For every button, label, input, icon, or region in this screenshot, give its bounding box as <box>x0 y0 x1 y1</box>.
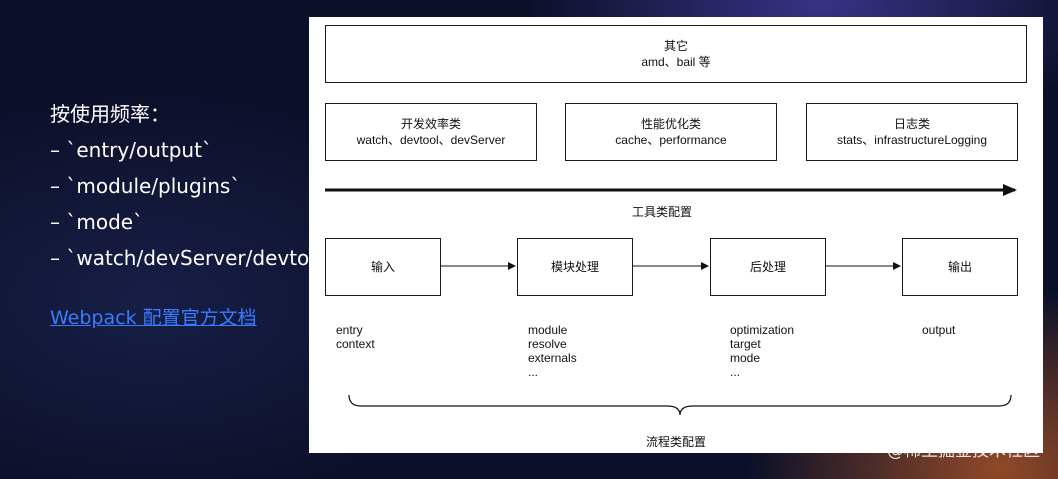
flow-list-module: module resolve externals ... <box>528 323 577 379</box>
flow-brace <box>348 394 1012 416</box>
flow-box-post: 后处理 <box>710 238 826 296</box>
list-item: externals <box>528 351 577 365</box>
list-item: mode <box>730 351 761 365</box>
list-item: module <box>528 323 568 337</box>
flow-box-label: 输出 <box>947 260 972 274</box>
list-item: – `mode` <box>50 210 144 234</box>
connectors <box>325 184 1017 416</box>
list-item: context <box>336 337 375 351</box>
flow-box-module: 模块处理 <box>517 238 633 296</box>
other-box-subtitle: amd、bail 等 <box>641 55 711 69</box>
tool-box-title: 开发效率类 <box>400 117 461 131</box>
tool-category-label: 工具类配置 <box>632 205 693 219</box>
tool-box-title: 日志类 <box>893 117 930 131</box>
list-item: ... <box>528 365 539 379</box>
list-item: – `entry/output` <box>50 138 212 162</box>
list-item: – `module/plugins` <box>50 174 241 198</box>
list-item: entry <box>336 323 363 337</box>
tool-box-subtitle: stats、infrastructureLogging <box>836 133 988 147</box>
flow-box-output: 输出 <box>902 238 1018 296</box>
list-item: target <box>730 337 761 351</box>
tool-box-title: 性能优化类 <box>640 117 701 131</box>
heading: 按使用频率： <box>50 102 170 126</box>
watermark: @稀土掘金技术社区 <box>887 441 1040 461</box>
flow-box-label: 输入 <box>370 260 395 274</box>
webpack-docs-link[interactable]: Webpack 配置官方文档 <box>50 307 257 329</box>
other-box: 其它 amd、bail 等 <box>325 25 1027 83</box>
tool-box-dev-efficiency: 开发效率类 watch、devtool、devServer <box>325 103 537 161</box>
list-item: resolve <box>528 337 567 351</box>
flow-category-label: 流程类配置 <box>646 435 707 449</box>
tool-box-subtitle: cache、performance <box>615 133 727 147</box>
list-item: ... <box>730 365 741 379</box>
other-box-title: 其它 <box>663 39 688 53</box>
list-item: – `watch/devServer/devtool` <box>50 246 338 270</box>
list-item: output <box>922 323 956 337</box>
tool-box-performance: 性能优化类 cache、performance <box>565 103 777 161</box>
flow-list-input: entry context <box>336 323 375 351</box>
flow-box-input: 输入 <box>325 238 441 296</box>
list-item: optimization <box>730 323 795 337</box>
tool-box-subtitle: watch、devtool、devServer <box>356 133 506 147</box>
left-panel: 按使用频率： – `entry/output` – `module/plugin… <box>50 96 338 329</box>
diagram-card: 其它 amd、bail 等 开发效率类 watch、devtool、devSer… <box>309 17 1043 453</box>
flow-box-label: 模块处理 <box>550 260 599 274</box>
flow-box-label: 后处理 <box>749 260 786 274</box>
tool-box-logging: 日志类 stats、infrastructureLogging <box>806 103 1018 161</box>
flow-list-output: output <box>922 323 955 337</box>
flow-list-post: optimization target mode ... <box>730 323 794 379</box>
